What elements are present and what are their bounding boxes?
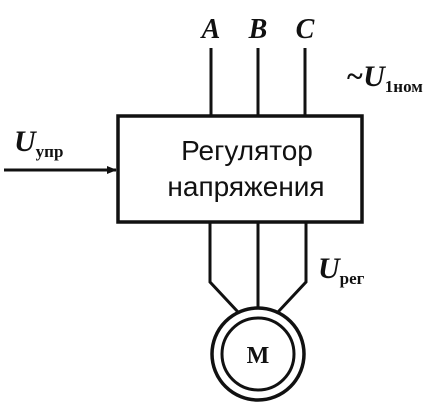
phase-label-b: B [248, 14, 268, 45]
motor-letter: М [247, 343, 270, 369]
control-voltage-label: Uупр [14, 125, 63, 161]
motor-symbol: М [210, 306, 306, 402]
regulated-voltage-label: Uрег [318, 252, 365, 288]
regulator-title-line1: Регулятор [181, 135, 313, 166]
supply-voltage-prefix: ~ [346, 60, 363, 93]
voltage-regulator-block [116, 114, 364, 224]
supply-voltage-subscript: 1ном [385, 77, 423, 96]
control-voltage-subscript: упр [36, 142, 64, 161]
phase-label-a: A [200, 14, 221, 45]
supply-voltage-label: ~U1ном [346, 60, 423, 96]
phase-label-c: C [296, 14, 315, 45]
regulated-voltage-symbol: U [318, 252, 341, 285]
supply-voltage-symbol: U [363, 60, 386, 93]
regulated-voltage-subscript: рег [340, 269, 365, 288]
output-line-c [276, 222, 308, 314]
regulator-title-line2: напряжения [167, 171, 324, 202]
output-line-a [208, 222, 240, 314]
control-voltage-symbol: U [14, 125, 37, 158]
